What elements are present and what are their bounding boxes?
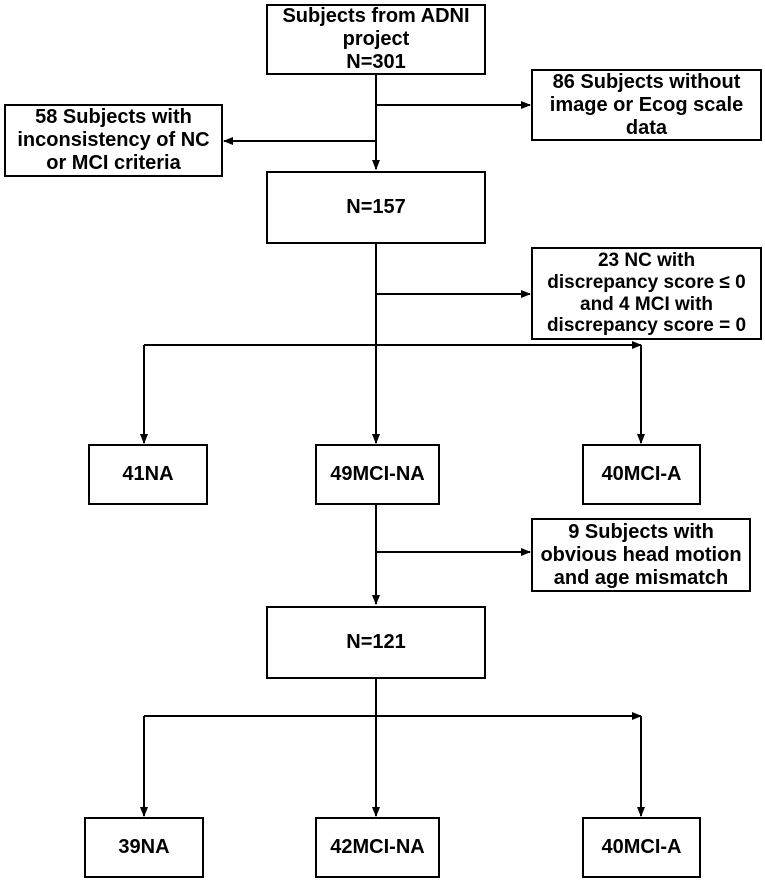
- node-group-40mci-a: 40MCI-A: [582, 444, 701, 505]
- node-42mcina-label: 42MCI-NA: [330, 836, 425, 858]
- node-adni-line-2: project: [342, 28, 410, 50]
- node-excl-image-line-3: data: [625, 116, 668, 139]
- node-n157-label: N=157: [346, 196, 406, 218]
- node-n121-label: N=121: [346, 631, 406, 653]
- node-41na-label: 41NA: [122, 463, 174, 485]
- node-excl-image-line-2: image or Ecog scale: [549, 93, 744, 116]
- node-group-39na: 39NA: [84, 817, 204, 878]
- node-excluded-criteria: 58 Subjects with inconsistency of NC or …: [4, 104, 223, 177]
- node-excl-motion-line-1: 9 Subjects with: [568, 520, 714, 543]
- node-excl-discrepancy-line-1: 23 NC with: [597, 249, 696, 271]
- node-adni-subjects: Subjects from ADNI project N=301: [266, 4, 486, 75]
- node-excl-image-line-1: 86 Subjects without: [552, 70, 741, 93]
- node-40mcia-label: 40MCI-A: [601, 463, 682, 485]
- node-excl-discrepancy-line-2: discrepancy score ≤ 0: [547, 271, 746, 293]
- node-excl-motion-line-2: obvious head motion: [540, 543, 742, 566]
- node-excluded-motion: 9 Subjects with obvious head motion and …: [531, 518, 751, 592]
- node-group-42mci-na: 42MCI-NA: [315, 817, 440, 878]
- node-excl-criteria-line-1: 58 Subjects with: [35, 106, 192, 128]
- node-excluded-discrepancy: 23 NC with discrepancy score ≤ 0 and 4 M…: [531, 247, 762, 340]
- node-49mcina-label: 49MCI-NA: [330, 463, 425, 485]
- node-40mcia-final-label: 40MCI-A: [601, 836, 682, 858]
- node-group-49mci-na: 49MCI-NA: [315, 444, 440, 505]
- node-excl-motion-line-3: and age mismatch: [553, 566, 729, 589]
- node-excluded-no-image: 86 Subjects without image or Ecog scale …: [531, 69, 762, 141]
- node-excl-criteria-line-2: inconsistency of NC: [17, 129, 210, 151]
- node-39na-label: 39NA: [118, 836, 170, 858]
- node-excl-discrepancy-line-4: discrepancy score = 0: [546, 315, 747, 337]
- node-excl-discrepancy-line-3: and 4 MCI with: [580, 293, 713, 315]
- node-group-40mci-a-final: 40MCI-A: [582, 817, 701, 878]
- node-group-41na: 41NA: [88, 444, 208, 505]
- node-excl-criteria-line-3: or MCI criteria: [46, 152, 181, 174]
- node-adni-line-3: N=301: [346, 51, 406, 73]
- node-n121: N=121: [266, 606, 486, 679]
- node-adni-line-1: Subjects from ADNI: [282, 5, 470, 27]
- node-n157: N=157: [266, 171, 486, 244]
